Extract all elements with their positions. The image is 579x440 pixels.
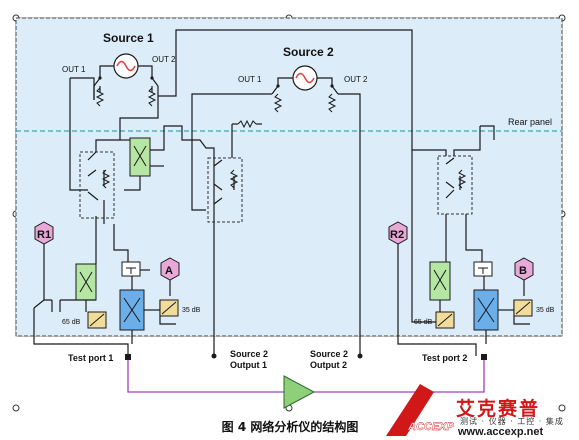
- source1-label: Source 1: [103, 31, 154, 45]
- source2-output1-line2: Output 1: [230, 360, 267, 370]
- source1-sine-icon: [116, 60, 136, 72]
- source2-output2-connector: [357, 353, 363, 359]
- accexp-logo: ACCEXP: [386, 384, 455, 436]
- figure-caption: 图 4 网络分析仪的结构图: [221, 420, 359, 434]
- instrument-panel: [15, 17, 563, 337]
- att65-right-label: 65 dB: [414, 319, 433, 326]
- source2-out1-label: OUT 1: [238, 75, 262, 84]
- left-switch-box: [79, 151, 115, 219]
- center-switch-box: [207, 157, 243, 223]
- receiver-a: A: [160, 257, 180, 281]
- source2-out2-label: OUT 2: [344, 75, 368, 84]
- external-jumper-cable: [127, 360, 485, 393]
- receiver-r1: R1: [34, 221, 54, 245]
- svg-text:R2: R2: [390, 229, 404, 241]
- svg-text:ACCEXP: ACCEXP: [407, 421, 455, 433]
- source2-output2-line1: Source 2: [310, 349, 348, 359]
- test-port2-label: Test port 2: [422, 353, 467, 363]
- receiver-r2: R2: [388, 221, 408, 245]
- watermark-url: www.accexp.net: [458, 426, 544, 438]
- source2-output1-connector: [211, 353, 217, 359]
- att35-right-label: 35 dB: [536, 307, 555, 314]
- att65-left-label: 65 dB: [62, 319, 81, 326]
- svg-text:R1: R1: [37, 229, 51, 241]
- svg-text:A: A: [165, 265, 173, 277]
- source2-output1-line1: Source 2: [230, 349, 268, 359]
- left-rear-coupler: [129, 137, 151, 177]
- source2-output2-line2: Output 2: [310, 360, 347, 370]
- source1-switch-contacts: [98, 76, 154, 80]
- receiver-b: B: [514, 257, 534, 281]
- amplifier-icon: [283, 375, 316, 409]
- test-port1-label: Test port 1: [68, 353, 113, 363]
- test-port1-connector: [125, 354, 131, 360]
- source1-out2-label: OUT 2: [152, 55, 176, 64]
- source1-out1-label: OUT 1: [62, 65, 86, 74]
- att35-left-label: 35 dB: [182, 307, 201, 314]
- watermark-brand-cn: 艾克赛普: [456, 398, 541, 420]
- source2-label: Source 2: [283, 45, 334, 59]
- right-front-coupler: [429, 261, 451, 301]
- watermark-tagline: 测试 · 仪器 · 工控 · 集成: [460, 417, 564, 426]
- svg-text:B: B: [519, 265, 527, 277]
- right-switch-box: [437, 155, 473, 215]
- test-port2-connector: [481, 354, 487, 360]
- source2-sine-icon: [295, 72, 315, 84]
- rear-panel-label: Rear panel: [508, 117, 552, 127]
